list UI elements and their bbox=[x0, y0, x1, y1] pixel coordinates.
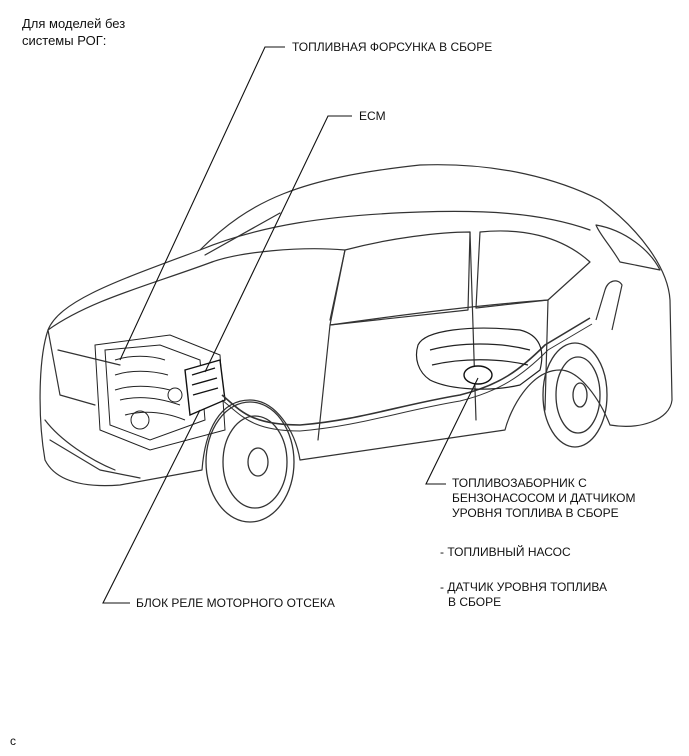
figure-code: c bbox=[10, 734, 16, 748]
car-roof-line bbox=[199, 210, 591, 251]
car-door-lines bbox=[317, 231, 549, 441]
car-tailgate-glass bbox=[595, 224, 661, 271]
fuel-filler-pipe bbox=[595, 280, 623, 331]
rear-wheel bbox=[542, 342, 608, 448]
label-sender-line-1: - ДАТЧИК УРОВНЯ ТОПЛИВА bbox=[440, 580, 608, 594]
label-relay-block: БЛОК РЕЛЕ МОТОРНОГО ОТСЕКА bbox=[136, 596, 335, 610]
relay-block-leader-line bbox=[102, 409, 201, 604]
car-rear-window bbox=[475, 230, 591, 309]
fuel-tank bbox=[415, 327, 543, 390]
label-pump-assy-line-2: БЕНЗОНАСОСОМ И ДАТЧИКОМ bbox=[452, 491, 636, 505]
label-ecm: ECM bbox=[359, 109, 386, 123]
label-pump-assy-line-1: ТОПЛИВОЗАБОРНИК С bbox=[452, 476, 587, 490]
fuel-line bbox=[221, 317, 591, 426]
ecm-relay-unit bbox=[184, 359, 226, 417]
car-front-window bbox=[329, 231, 471, 326]
label-sender-line-2: В СБОРЕ bbox=[448, 595, 502, 609]
fuel-line-2 bbox=[221, 323, 593, 432]
header-line-2: системы РОГ: bbox=[22, 33, 107, 48]
car-windshield bbox=[204, 212, 346, 321]
front-wheel bbox=[205, 401, 295, 523]
ecm-leader-line bbox=[204, 115, 352, 373]
pump-assy-leader-line bbox=[425, 377, 479, 485]
header-line-1: Для моделей без bbox=[22, 16, 126, 31]
engine-assembly bbox=[94, 334, 226, 451]
label-pump-assy-line-3: УРОВНЯ ТОПЛИВА В СБОРЕ bbox=[452, 506, 619, 520]
car-bumper bbox=[44, 419, 141, 479]
label-fuel-pump: - ТОПЛИВНЫЙ НАСОС bbox=[440, 545, 571, 559]
injector-leader-line bbox=[119, 46, 285, 361]
car-hood bbox=[47, 261, 213, 406]
label-fuel-injector: ТОПЛИВНАЯ ФОРСУНКА В СБОРЕ bbox=[292, 40, 493, 54]
